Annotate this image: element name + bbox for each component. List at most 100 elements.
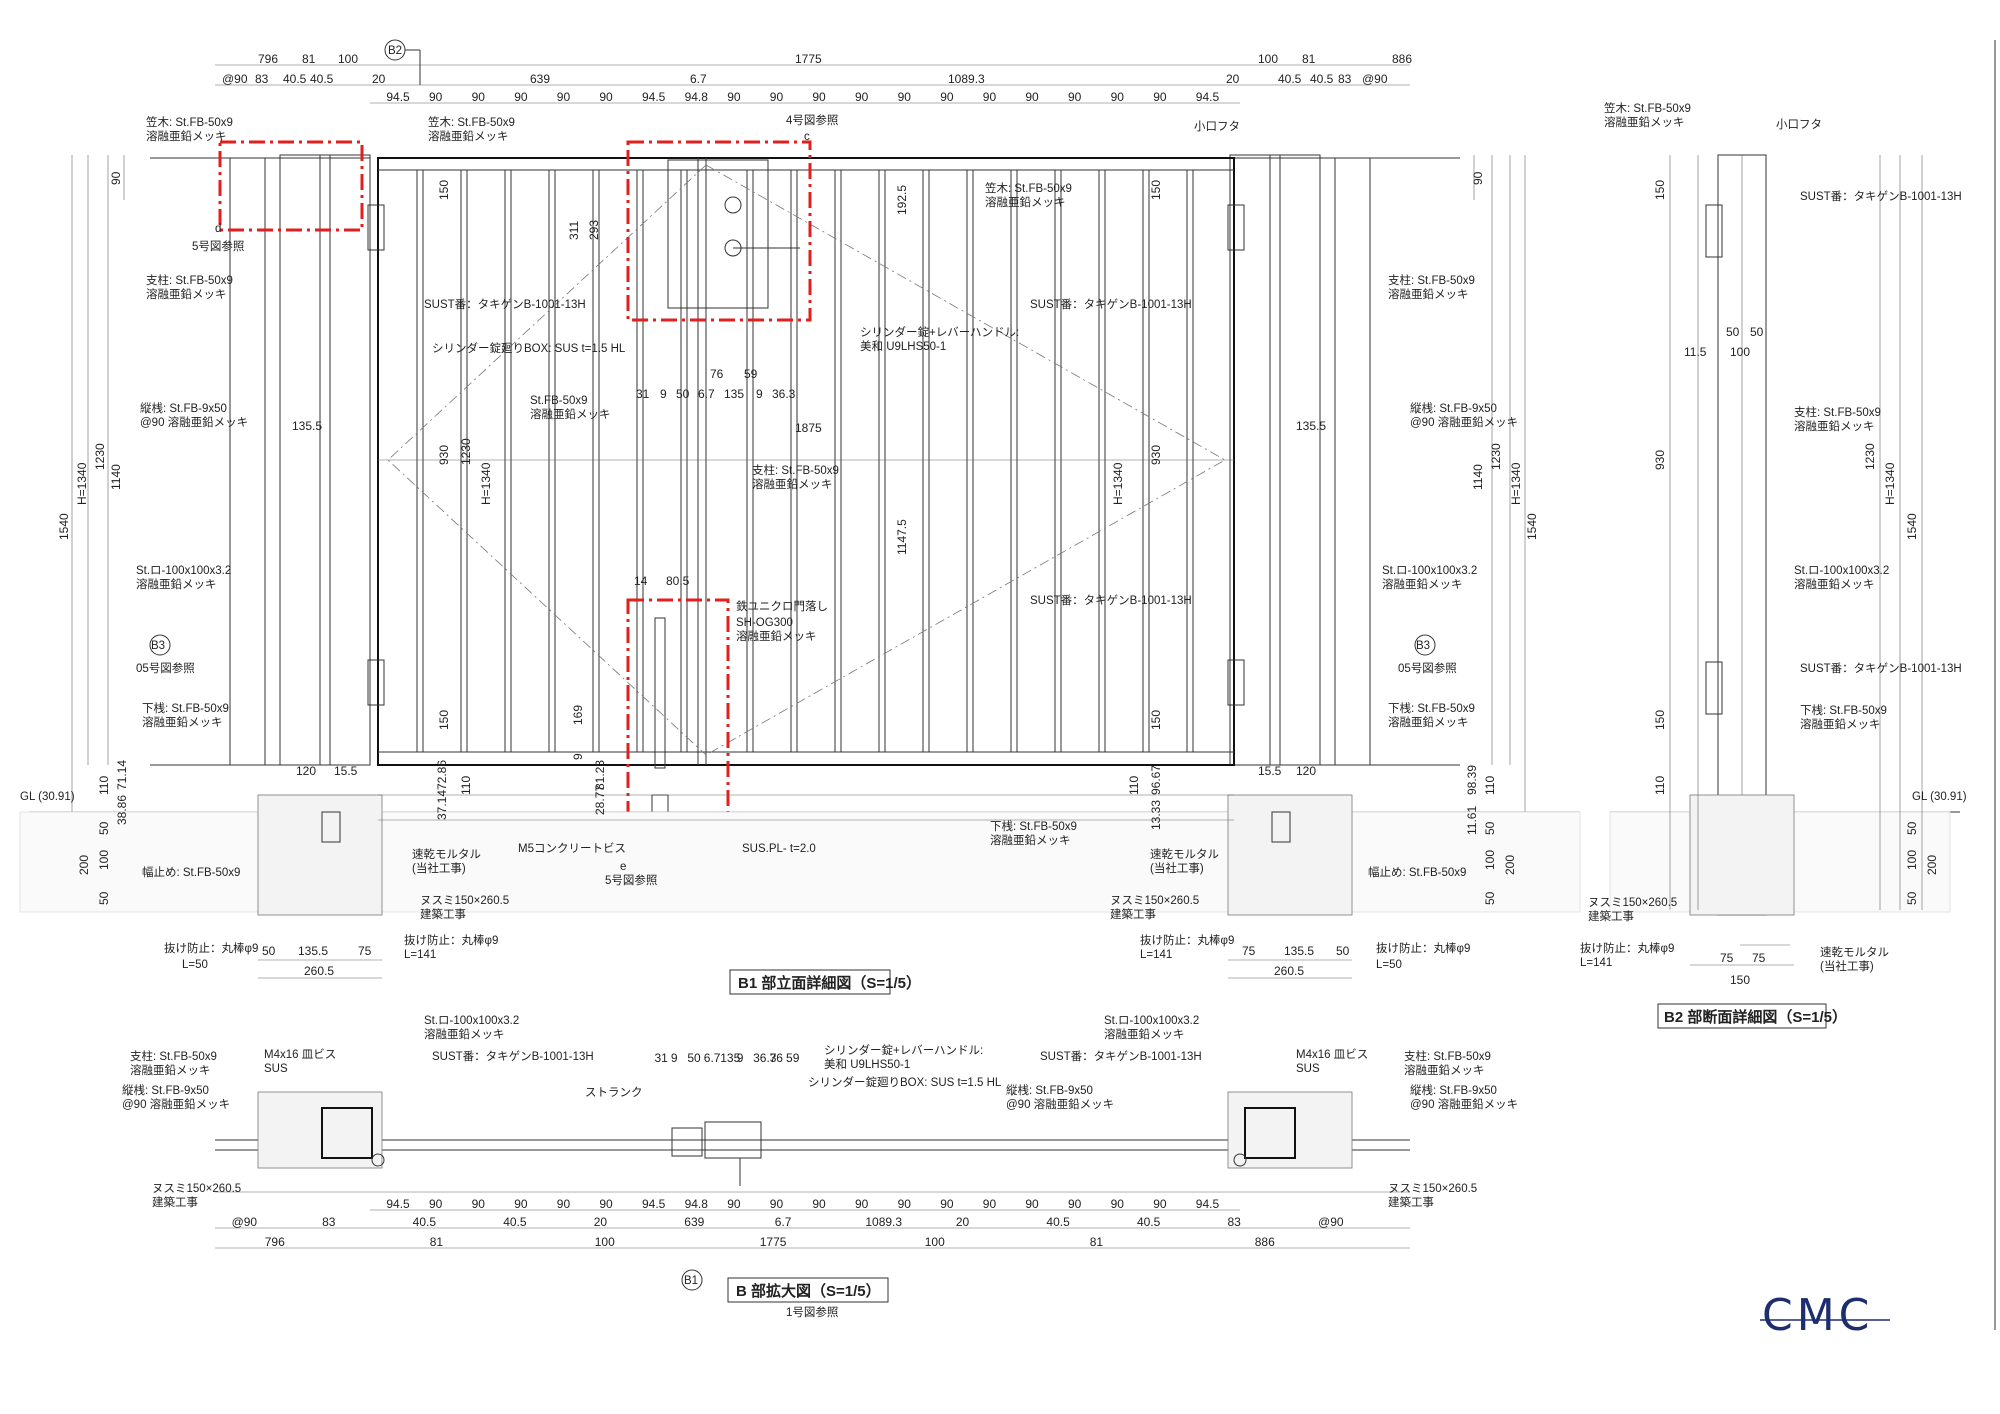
dim-plan-lock-7: 76 [770, 1051, 784, 1065]
p-tatesan-c-2: @90 溶融亜鉛メッキ [1006, 1097, 1114, 1111]
lbl-stfb-c-2: 溶融亜鉛メッキ [530, 407, 611, 421]
b2-dim-75a: 75 [1720, 951, 1734, 965]
dim-bottom2-10: 40.5 [1137, 1215, 1161, 1229]
b2-dim-150b: 150 [1653, 710, 1667, 730]
p-sust-r: SUST番：タキゲンB-1001-13H [1040, 1050, 1202, 1063]
dim-right-90: 90 [1471, 171, 1485, 185]
dim-inner-l-150b: 150 [437, 710, 451, 730]
dim-plan-lock-6: 36.3 [753, 1051, 777, 1065]
lbl-m5: M5コンクリートビス [518, 842, 626, 855]
dim-bottom2-4: 20 [594, 1215, 608, 1229]
dim-left-1140: 1140 [109, 464, 123, 490]
lbl-nusumi-r: ヌスミ150×260.5 [1110, 895, 1199, 907]
dim-top2-12: @90 [1362, 72, 1388, 86]
lbl-bolt-2: SH-OG300 [736, 617, 793, 629]
lbl-cyl-lock-2: 美和 U9LHS50-1 [860, 339, 946, 353]
lbl-tatesan-r-2: @90 溶融亜鉛メッキ [1410, 415, 1518, 429]
b2-nusumi: ヌスミ150×260.5 [1588, 897, 1677, 909]
dim-pitch-14: 90 [983, 90, 997, 104]
dim-base-r-200: 200 [1503, 855, 1517, 875]
b2-shitagi: 下桟: St.FB-50x9 [1800, 703, 1887, 717]
dim-pitch-17: 90 [1111, 90, 1125, 104]
dim-bottom2-5: 639 [684, 1215, 704, 1229]
lbl-nukedome-cr-2: L=141 [1140, 949, 1172, 961]
ref-e-letter: e [620, 861, 626, 873]
dim-top-5: 81 [1302, 52, 1316, 66]
lbl-nukedome-cr: 抜け防止：丸棒φ9 [1140, 933, 1234, 947]
dim-post-l-120: 120 [296, 764, 316, 778]
detail-e-highlight [626, 598, 730, 857]
title-b1: B1 部立面詳細図（S=1/5） [738, 974, 921, 992]
cylinder-icon [724, 196, 742, 214]
b2-dim-1540: 1540 [1905, 513, 1919, 540]
dim-lock-67: 6.7 [698, 387, 715, 401]
dim-pitch-0: 94.5 [386, 90, 410, 104]
dim-left-1540: 1540 [57, 513, 71, 540]
lbl-bolt: 鉄ユニクロ門落し [736, 599, 828, 613]
dim-bottom-pitch-2: 90 [472, 1197, 486, 1211]
dim-top2-11: 83 [1338, 72, 1352, 86]
dim-inner-r-110: 110 [1127, 776, 1141, 795]
vertical-bar [548, 169, 556, 753]
dim-bottom-pitch-13: 90 [940, 1197, 954, 1211]
dim-bolt-14: 14 [634, 574, 648, 588]
lbl-mortar-r-2: (当社工事) [1150, 861, 1204, 875]
lbl-kasagi-l-2: 溶融亜鉛メッキ [146, 129, 227, 143]
dim-base-r-110: 110 [1483, 776, 1497, 795]
dim-foot-r-1355: 135.5 [1284, 944, 1314, 958]
dim-bolt-2877: 28.77 [593, 785, 607, 815]
detail-d-highlight [218, 140, 364, 232]
dim-base-r-9839: 98.39 [1465, 765, 1479, 795]
plan-lock-icon [704, 1121, 762, 1159]
dim-foot-r-75: 75 [1242, 944, 1256, 958]
gl-right: GL (30.91) [1912, 791, 1967, 803]
dim-pitch-3: 90 [514, 90, 528, 104]
dim-right-1230: 1230 [1489, 443, 1503, 470]
ref-05-left: 05号図参照 [136, 661, 195, 675]
lbl-tatesan-l-2: @90 溶融亜鉛メッキ [140, 415, 248, 429]
vertical-bar [504, 169, 512, 753]
b2-shitagi-2: 溶融亜鉛メッキ [1800, 717, 1881, 731]
lbl-kasagi-r-2: 溶融亜鉛メッキ [985, 195, 1066, 209]
dim-bottom-pitch-9: 90 [770, 1197, 784, 1211]
dim-bottom-pitch-10: 90 [812, 1197, 826, 1211]
dim-bottom3-2: 100 [595, 1235, 615, 1249]
dim-foot-l-75: 75 [358, 944, 372, 958]
dim-top2-3: 40.5 [310, 72, 334, 86]
p-shichu-l-2: 溶融亜鉛メッキ [130, 1063, 211, 1077]
lbl-nukedome-r: 抜け防止：丸棒φ9 [1376, 941, 1470, 955]
dim-right-h1340: H=1340 [1509, 462, 1523, 505]
dim-inner-r-150b: 150 [1149, 710, 1163, 730]
dim-plan-lock-8: 59 [786, 1051, 800, 1065]
b-plan [215, 1091, 1410, 1249]
lbl-stro-l: St.ロ-100x100x3.2 [136, 565, 231, 577]
dim-plan-lock-3: 6.7 [704, 1051, 721, 1065]
p-sust-l: SUST番：タキゲンB-1001-13H [432, 1050, 594, 1063]
dim-bottom3-0: 796 [265, 1235, 285, 1249]
dim-top2-8: 20 [1226, 72, 1240, 86]
dim-top2-6: 6.7 [690, 72, 707, 86]
dim-foot-l-2605: 260.5 [304, 964, 334, 978]
ref-5-d: 5号図参照 [192, 239, 244, 253]
dim-bottom-pitch-0: 94.5 [386, 1197, 410, 1211]
dim-pitch-15: 90 [1025, 90, 1039, 104]
dim-bottom3-6: 886 [1255, 1235, 1275, 1249]
b2-dim-115: 11.5 [1684, 345, 1707, 359]
dim-inner-l-1230: 1230 [459, 438, 473, 465]
lbl-bolt-3: 溶融亜鉛メッキ [736, 629, 817, 643]
dim-pitch-7: 94.8 [685, 90, 709, 104]
p-tatesan-c: 縦桟: St.FB-9x50 [1006, 1083, 1093, 1097]
dim-bottom-pitch-12: 90 [898, 1197, 912, 1211]
ref-b3-left-marker: B3 [149, 634, 171, 656]
vertical-bar [790, 169, 798, 753]
dim-post-l: 135.5 [292, 419, 322, 433]
dim-inner-r-h1340: H=1340 [1111, 462, 1125, 505]
dim-lock-363: 36.3 [772, 387, 796, 401]
lbl-shichu-c: 支柱: St.FB-50x9 [752, 463, 839, 477]
lbl-koguchi: 小口フタ [1194, 120, 1240, 133]
lbl-stro-l-2: 溶融亜鉛メッキ [136, 577, 217, 591]
vertical-bar [966, 169, 974, 753]
lbl-shitagi-r-2: 溶融亜鉛メッキ [1388, 715, 1469, 729]
dim-inner-l-150: 150 [437, 180, 451, 200]
